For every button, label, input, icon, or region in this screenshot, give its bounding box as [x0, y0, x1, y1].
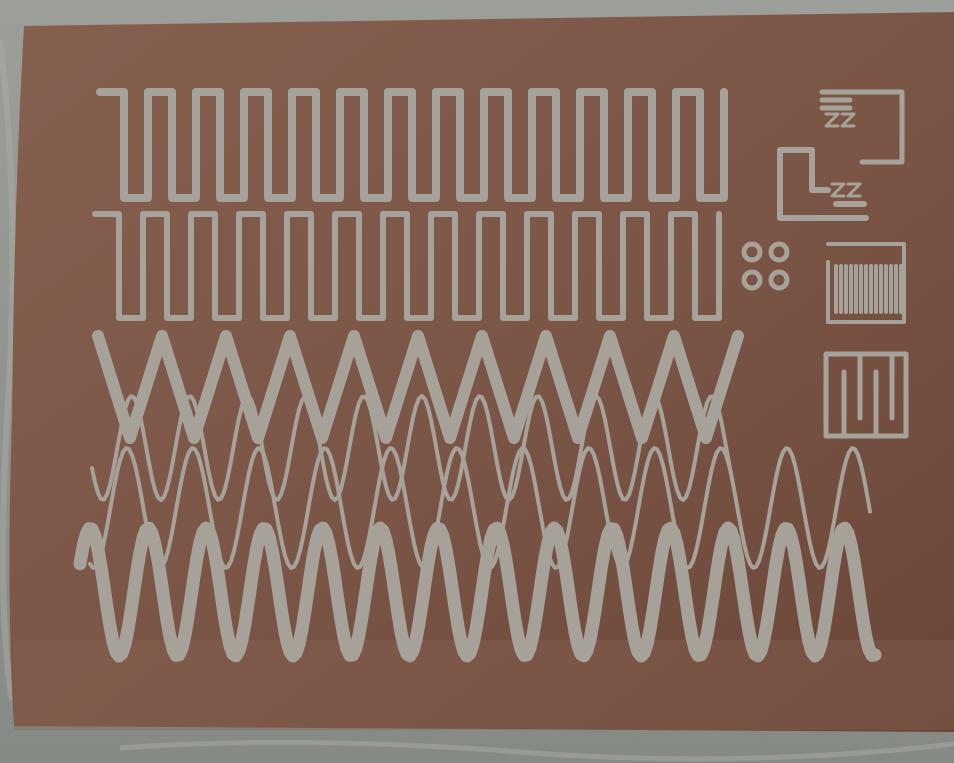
square-wave-row-1 [96, 88, 728, 202]
ring-dots [768, 269, 790, 291]
comb-electrode [823, 351, 909, 439]
sine-wave-thin-1 [90, 394, 733, 502]
backdrop-wrinkle [0, 39, 16, 701]
ring-dots [768, 241, 790, 263]
serpentine-heater [826, 242, 906, 324]
sine-wave-thick [73, 521, 882, 663]
trace-layer [73, 88, 909, 663]
triangle-wave-thick [92, 330, 744, 444]
square-wave-row-2 [92, 211, 722, 321]
corner-test-pattern-1 [824, 112, 856, 128]
corner-test-pattern-1 [819, 89, 905, 165]
ring-dots [741, 241, 763, 263]
backdrop-wrinkle [119, 739, 954, 762]
ring-dots [741, 269, 763, 291]
corner-test-pattern-2 [777, 147, 869, 221]
corner-test-pattern-2 [830, 182, 862, 198]
